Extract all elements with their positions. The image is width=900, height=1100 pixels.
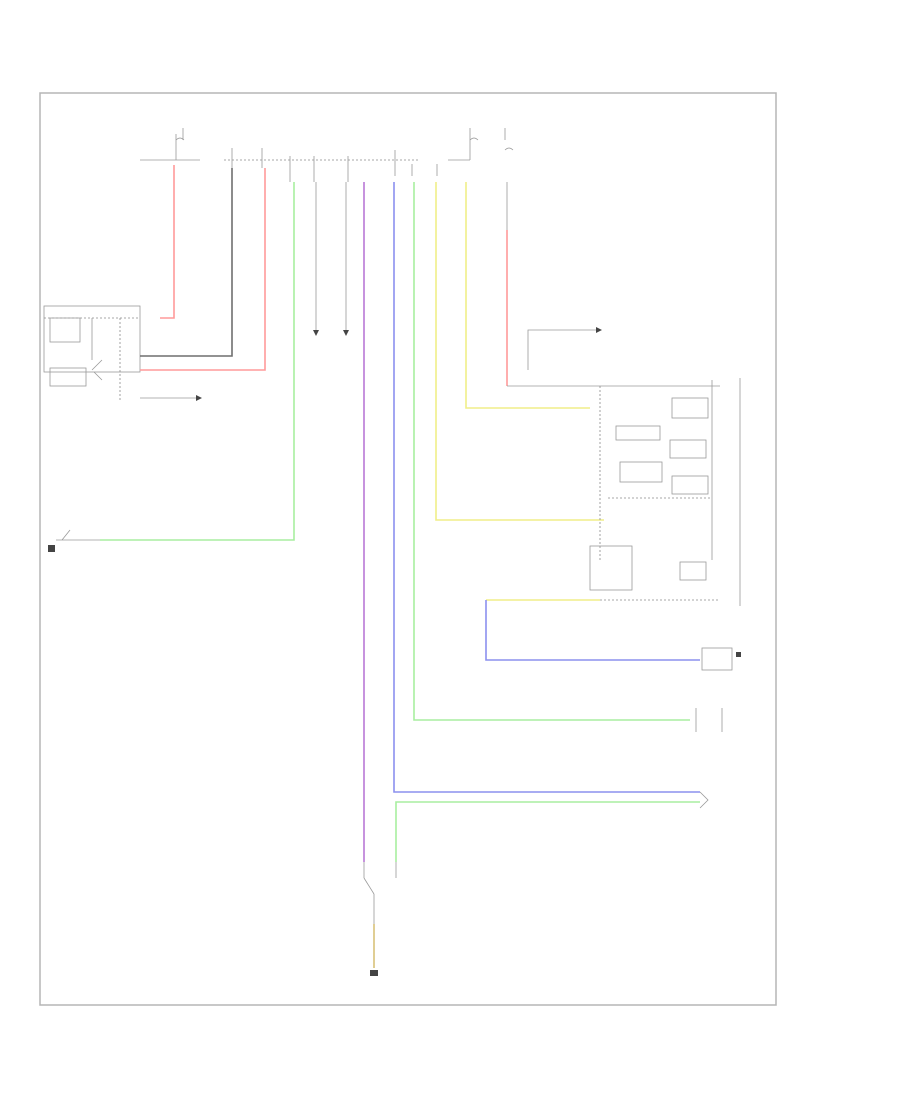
wire-green-mid [413, 182, 690, 721]
ignition-module [43, 305, 141, 400]
switch-bottom [363, 862, 397, 924]
diagram-frame [39, 92, 777, 1006]
wire-dark-bottom-right [699, 791, 709, 809]
ground-switch-bottom [48, 529, 100, 552]
wire-red-left [160, 165, 175, 319]
wire-green-left [100, 182, 295, 541]
arrow-down-1 [313, 330, 319, 336]
wire-yellow-mid [435, 182, 604, 521]
arrow-down-2 [343, 330, 349, 336]
arrow-left-out [196, 395, 202, 401]
connector-right-2 [695, 708, 723, 732]
connector-right-1 [701, 647, 741, 671]
ground-bottom [370, 970, 378, 976]
relay-box-right [507, 327, 741, 606]
wire-red-2 [140, 168, 266, 371]
connector-row-top [231, 148, 438, 182]
fuse-top-center [448, 128, 514, 161]
wire-blue [393, 182, 700, 793]
wire-yellow-right [465, 182, 590, 409]
wire-blue-right [485, 600, 700, 661]
wire-green-bottom [395, 801, 700, 862]
wire-dark-1 [140, 168, 233, 357]
fuse-top-left [140, 128, 200, 161]
